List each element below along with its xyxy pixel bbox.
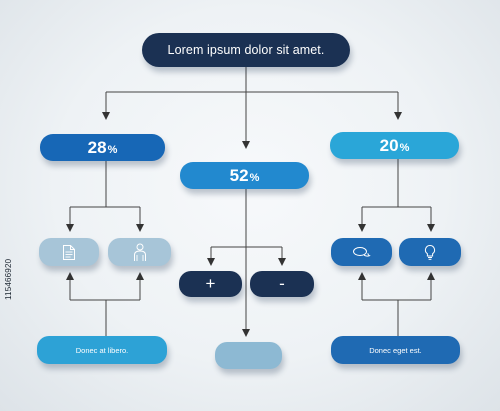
branch-node-left: 28% bbox=[40, 134, 165, 161]
footer-right-text: Donec eget est. bbox=[369, 345, 422, 355]
footer-node-middle bbox=[215, 342, 282, 369]
document-node bbox=[39, 238, 99, 266]
minus-node: - bbox=[250, 271, 314, 297]
lightbulb-node bbox=[399, 238, 461, 266]
speech-bubble-icon bbox=[352, 246, 371, 257]
branch-right-value: 20% bbox=[379, 135, 410, 155]
footer-left-text: Donec at libero. bbox=[75, 345, 129, 355]
branch-middle-value: 52% bbox=[229, 165, 260, 185]
root-title: Lorem ipsum dolor sit amet. bbox=[167, 43, 325, 57]
branch-node-middle: 52% bbox=[180, 162, 309, 189]
document-icon bbox=[63, 244, 75, 260]
branch-left-value: 28% bbox=[87, 137, 118, 157]
minus-symbol: - bbox=[279, 274, 285, 293]
plus-symbol: + bbox=[205, 274, 216, 293]
branch-node-right: 20% bbox=[330, 132, 459, 159]
stock-id-label: 115466920 bbox=[4, 258, 13, 300]
footer-node-right: Donec eget est. bbox=[331, 336, 460, 364]
person-icon bbox=[133, 243, 146, 261]
lightbulb-icon bbox=[424, 244, 436, 260]
person-node bbox=[108, 238, 171, 266]
plus-node: + bbox=[179, 271, 242, 297]
chat-node bbox=[331, 238, 392, 266]
footer-node-left: Donec at libero. bbox=[37, 336, 167, 364]
root-node: Lorem ipsum dolor sit amet. bbox=[142, 33, 350, 67]
